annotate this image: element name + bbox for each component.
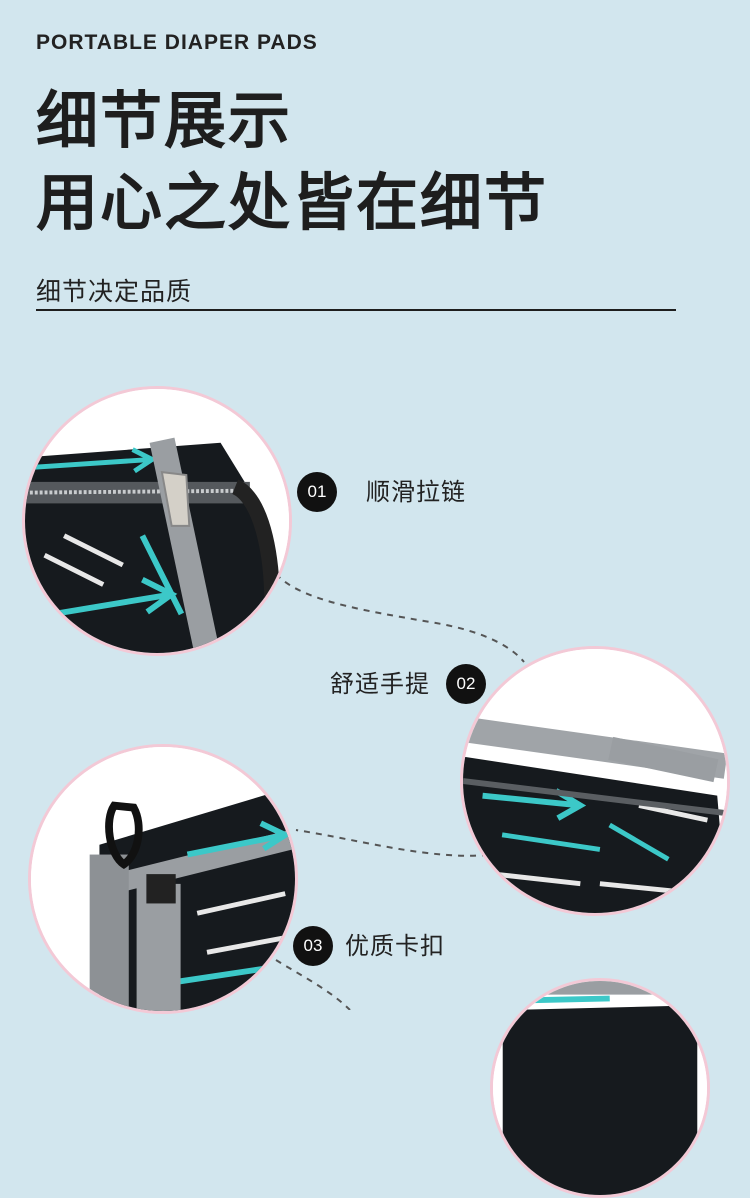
detail-photo-buckle bbox=[28, 744, 298, 1014]
connector-1-to-2 bbox=[275, 573, 525, 663]
detail-label-zipper: 顺滑拉链 bbox=[366, 478, 466, 506]
detail-photo-handle bbox=[460, 646, 730, 916]
detail-label-handle: 舒适手提 bbox=[330, 670, 430, 698]
connector-2-to-3 bbox=[295, 829, 489, 857]
subtitle: 细节决定品质 bbox=[36, 277, 193, 306]
detail-photo-partial bbox=[490, 978, 710, 1198]
headline-line-2: 用心之处皆在细节 bbox=[36, 166, 549, 239]
headline-line-1: 细节展示 bbox=[36, 84, 293, 157]
divider-rule bbox=[36, 309, 676, 311]
detail-photo-zipper bbox=[22, 386, 292, 656]
detail-badge-01: 01 bbox=[297, 472, 337, 512]
eyebrow-text: PORTABLE DIAPER PADS bbox=[36, 31, 318, 54]
detail-label-buckle: 优质卡扣 bbox=[345, 932, 445, 960]
detail-badge-02: 02 bbox=[446, 664, 486, 704]
connector-3-to-4 bbox=[275, 959, 351, 1010]
detail-badge-03: 03 bbox=[293, 926, 333, 966]
